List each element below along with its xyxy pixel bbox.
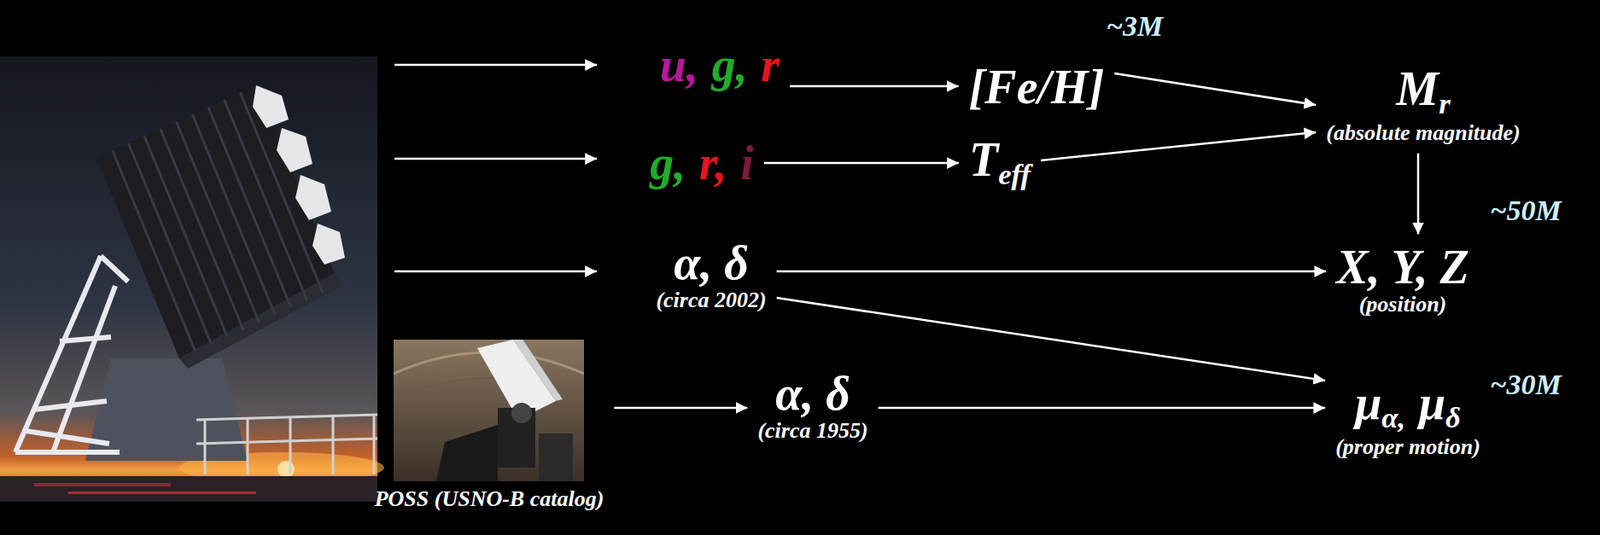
node-text: g, [712,40,748,91]
node-text: g, [649,138,686,189]
node-text: u, [659,40,699,91]
node-text: r, [699,138,728,189]
count-label: ~30M [1489,368,1562,402]
photo-caption: POSS (USNO-B catalog) [374,486,605,513]
node-main-line: Teff [969,134,1031,192]
count-label: ~50M [1489,194,1562,228]
node-text: α, δ [775,368,851,420]
node-text: μ [1354,378,1382,429]
count-label: ~3M [1106,10,1164,43]
node-text: X, Y, Z [1336,242,1470,293]
arrow-connector [776,270,1327,274]
node-main-line: [Fe/H] [969,62,1105,113]
node-subtitle: (circa 2002) [655,287,766,314]
band-node: g, r,i [644,135,760,192]
node-main-line: α, δ [655,238,766,289]
node-main-line: Mr [1325,64,1521,121]
node-main-line: X, Y, Z [1336,242,1470,293]
node-main-line: α, δ [757,368,868,420]
photo-node: POSS (USNO-B catalog) [369,337,610,515]
quantity-node: [Fe/H] [963,59,1110,116]
arrow-connector [1040,132,1316,161]
quantity-node: X, Y, Z(position) [1331,239,1475,322]
arrow-connector [764,162,959,165]
node-text: α, δ [673,238,749,289]
node-text: T [969,134,999,186]
arrow-connector [789,85,959,88]
node-subtitle: (absolute magnitude) [1325,120,1521,146]
quantity-node: μα,μδ(proper motion) [1330,375,1486,463]
subscript-text: r [1438,88,1451,120]
subscript-text: eff [998,159,1031,191]
node-text: i [740,138,754,189]
node-text: μ [1418,378,1446,429]
arrow-connector [613,407,748,410]
node-text: M [1395,64,1439,115]
subscript-text: α, [1381,402,1406,434]
node-subtitle: (proper motion) [1335,434,1481,461]
node-main-line [374,339,605,482]
coordinate-node: α, δ(circa 1955) [752,366,873,448]
leader-arrows [394,64,597,272]
arrow-connector [776,297,1326,381]
arrow-connector [1417,153,1420,235]
poss-telescope-photo [393,339,584,482]
node-subtitle: (position) [1336,291,1470,318]
node-text: r [760,40,780,91]
arrow-connector [878,407,1326,410]
band-node: u, g,r [654,37,785,94]
node-text: [Fe/H] [969,62,1105,113]
node-main-line: g, r,i [649,138,754,189]
subscript-text: δ [1445,402,1461,434]
quantity-node: Mr(absolute magnitude) [1320,61,1526,149]
node-main-line: u, g,r [659,40,780,91]
arrow-connector [1114,73,1316,106]
node-subtitle: (circa 1955) [757,418,868,444]
coordinate-node: α, δ(circa 2002) [650,235,771,317]
telescope-photo [0,56,385,503]
quantity-node: Teff [963,132,1036,194]
node-main-line: μα,μδ [1335,378,1481,435]
